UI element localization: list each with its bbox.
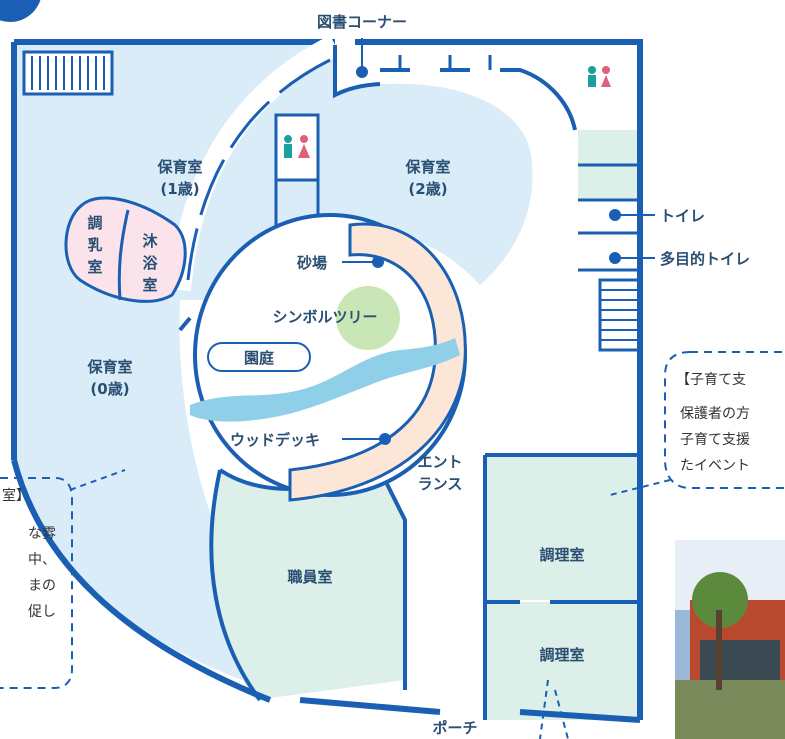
- entrance-label-2: ランス: [418, 475, 463, 493]
- building-photo: [675, 540, 785, 739]
- nursery-2-label: 保育室: [404, 158, 450, 176]
- multipurpose-toilet-label: 多目的トイレ: [660, 250, 750, 268]
- left-callout-line-4: 促し: [28, 604, 56, 620]
- right-callout-line-3: たイベント: [680, 458, 750, 474]
- formula-room-char-2: 乳: [87, 236, 102, 254]
- toilet-icon-top: [588, 66, 611, 87]
- corner-badge: [0, 0, 41, 22]
- wood-deck-label: ウッドデッキ: [230, 431, 320, 449]
- left-callout-title: 室】: [2, 487, 30, 504]
- library-label: 図書コーナー: [317, 13, 407, 31]
- stairs-top-left: [22, 50, 114, 96]
- staff-room-area: [211, 470, 405, 700]
- formula-room-char-3: 室: [87, 258, 102, 276]
- right-callout-line-2: 子育て支援: [680, 432, 750, 448]
- nursery-1-age: (1歳): [160, 180, 199, 198]
- staff-room-label: 職員室: [287, 568, 332, 586]
- kitchen-1-area: [485, 455, 640, 600]
- water-feature: [190, 338, 460, 422]
- stairs-right: [598, 278, 642, 352]
- bath-room-char-3: 室: [142, 276, 157, 294]
- toilet-middle: [274, 113, 320, 182]
- right-callout-box: [664, 351, 785, 489]
- symbol-tree-label: シンボルツリー: [272, 308, 377, 326]
- left-callout-line-2: 中、: [28, 552, 56, 568]
- bath-room-char-2: 浴: [142, 254, 158, 272]
- kitchen-1-label: 調理室: [539, 546, 584, 564]
- outer-wall: [11, 39, 643, 720]
- kitchen-2-label: 調理室: [539, 646, 584, 664]
- entrance-label: エント: [417, 453, 462, 471]
- left-callout-box: [0, 477, 73, 689]
- left-callout-line-3: まの: [28, 578, 56, 594]
- kitchen-2-area: [485, 602, 640, 720]
- nursery-0-age: (0歳): [90, 380, 129, 398]
- garden-label-pill: [207, 342, 311, 372]
- stairs-lines: [31, 56, 105, 90]
- toilet-icon-middle: [284, 135, 310, 158]
- garden-label: 園庭: [244, 349, 275, 367]
- right-callout-title: 【子育て支: [676, 372, 746, 388]
- nursery-1-label: 保育室: [156, 158, 202, 176]
- wood-deck: [288, 222, 467, 502]
- formula-room-char-1: 調: [87, 214, 102, 232]
- porch-label: ポーチ: [432, 719, 477, 737]
- sandbox-label: 砂場: [297, 254, 327, 272]
- pink-rooms: [64, 196, 187, 303]
- bath-room-char-1: 沐: [142, 232, 158, 250]
- nursery-2-area: [318, 83, 533, 286]
- toilet-label: トイレ: [660, 207, 705, 225]
- right-callout-line-1: 保護者の方: [680, 406, 750, 422]
- tree-canopy: [336, 286, 400, 350]
- left-callout-line-1: な雰: [28, 526, 56, 542]
- nursery-2-age: (2歳): [408, 180, 447, 198]
- nursery-0-label: 保育室: [86, 358, 132, 376]
